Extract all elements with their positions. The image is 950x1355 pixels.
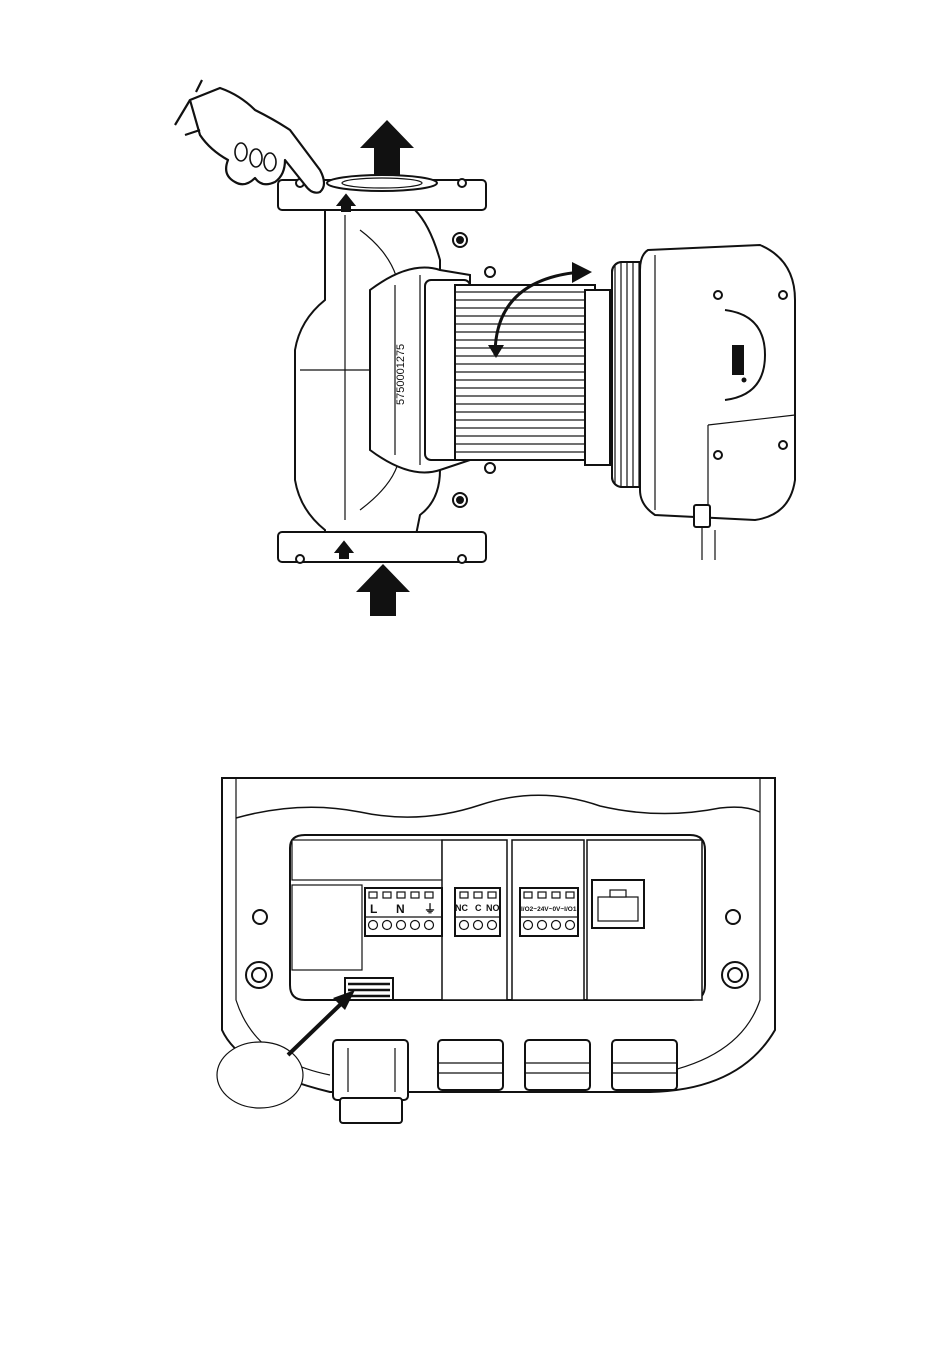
terminal-box-illustration — [217, 778, 775, 1123]
rj45-port-icon — [592, 880, 644, 928]
label-NC: NC — [455, 903, 468, 913]
cable-gland-main — [333, 1040, 408, 1123]
label-L: L — [370, 902, 377, 916]
cable-gland-4 — [612, 1040, 677, 1090]
control-box — [640, 245, 795, 560]
hand-pointing-icon — [175, 80, 324, 193]
outlet-flow-arrow-icon — [360, 120, 414, 175]
display-indicators — [732, 345, 744, 375]
serial-number: 5750001275 — [395, 344, 407, 405]
label-C: C — [475, 903, 482, 913]
motor-body — [455, 285, 610, 465]
label-N: N — [396, 902, 405, 916]
label-NO: NO — [486, 903, 500, 913]
label-analog: I/O2~24V~0V~I/O1 — [521, 906, 577, 913]
pump-illustration: 5750001275 — [278, 175, 795, 563]
dip-switch — [345, 978, 393, 1000]
cable-gland-3 — [525, 1040, 590, 1090]
cable-gland-2 — [438, 1040, 503, 1090]
label-earth: ⏚ — [424, 902, 436, 916]
lower-flange — [278, 532, 486, 563]
inlet-flow-arrow-icon — [356, 564, 410, 616]
